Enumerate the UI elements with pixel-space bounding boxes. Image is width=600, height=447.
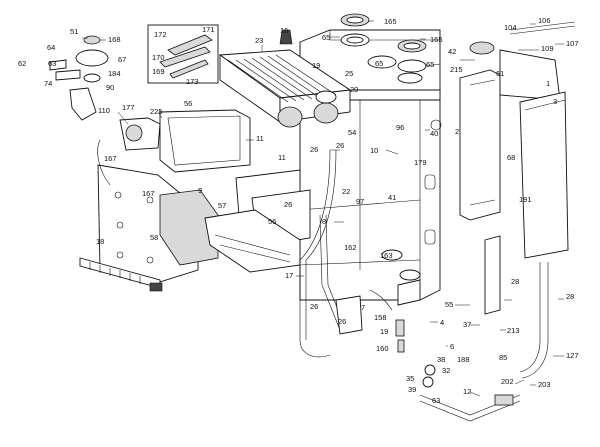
part-label: 97 <box>356 197 364 206</box>
part-label: 54 <box>348 128 356 137</box>
part-label: 173 <box>186 77 199 86</box>
part-label: 23 <box>255 36 263 45</box>
part-label: 191 <box>519 195 532 204</box>
part-label: 225 <box>150 107 163 116</box>
part-label: 65 <box>322 33 330 42</box>
part-label: 64 <box>47 43 55 52</box>
part-label: 7 <box>361 303 365 312</box>
part-label: 38 <box>437 355 445 364</box>
part-label: 172 <box>154 30 167 39</box>
part-label: 63 <box>432 396 440 405</box>
part-label: 11 <box>278 153 286 162</box>
part-label: 26 <box>284 200 292 209</box>
heat-exchanger <box>218 29 352 128</box>
leader-lines <box>82 20 564 397</box>
combustion-panels <box>97 109 311 286</box>
part-label: 20 <box>350 85 358 94</box>
part-label: 90 <box>106 83 114 92</box>
part-label: 160 <box>376 344 389 353</box>
part-label: 57 <box>218 201 226 210</box>
part-label: 62 <box>18 59 26 68</box>
part-label: 163 <box>380 251 393 260</box>
part-label: 106 <box>538 16 551 25</box>
part-label: 8 <box>322 217 326 226</box>
part-label: 41 <box>388 193 396 202</box>
top-flange-rings <box>340 13 427 84</box>
part-label: 25 <box>345 69 353 78</box>
part-label: 16 <box>280 26 288 35</box>
part-label: 203 <box>538 380 551 389</box>
part-label: 177 <box>122 103 135 112</box>
part-label: 26 <box>336 141 344 150</box>
part-label: 3 <box>553 97 557 106</box>
part-label: 39 <box>408 385 416 394</box>
part-label: 213 <box>507 326 520 335</box>
part-label: 65 <box>426 60 434 69</box>
part-label: 11 <box>256 134 264 143</box>
part-label: 56 <box>184 99 192 108</box>
part-label: 170 <box>152 53 165 62</box>
part-label: 26 <box>310 302 318 311</box>
part-label: 26 <box>338 317 346 326</box>
part-label: 28 <box>511 277 519 286</box>
part-label: 18 <box>96 237 104 246</box>
part-label: 104 <box>504 23 517 32</box>
part-label: 184 <box>108 69 121 78</box>
part-number-labels: 16 165 165 65 65 65 19 25 23 172 171 170… <box>18 16 579 405</box>
part-label: 179 <box>414 158 427 167</box>
part-label: 40 <box>430 129 438 138</box>
part-label: 58 <box>150 233 158 242</box>
part-label: 63 <box>48 59 56 68</box>
part-label: 167 <box>142 189 155 198</box>
part-label: 127 <box>566 351 579 360</box>
part-label: 19 <box>312 61 320 70</box>
part-label: 17 <box>285 271 293 280</box>
part-label: 12 <box>463 387 471 396</box>
burner-rail <box>79 257 163 292</box>
part-label: 22 <box>342 187 350 196</box>
part-label: 165 <box>384 17 397 26</box>
part-label: 96 <box>396 123 404 132</box>
part-label: 51 <box>70 27 78 36</box>
part-label: 202 <box>501 377 514 386</box>
part-label: 168 <box>108 35 121 44</box>
part-label: 28 <box>566 292 574 301</box>
gasket-set <box>147 24 219 84</box>
part-label: 35 <box>406 374 414 383</box>
part-label: 109 <box>541 44 554 53</box>
part-label: 42 <box>448 47 456 56</box>
part-label: 6 <box>450 342 454 351</box>
part-label: 55 <box>445 300 453 309</box>
part-label: 74 <box>44 79 52 88</box>
part-label: 37 <box>463 320 471 329</box>
part-label: 169 <box>152 67 165 76</box>
part-label: 171 <box>202 25 215 34</box>
part-label: 1 <box>546 79 550 88</box>
expansion-vessel-column <box>459 21 576 379</box>
part-label: 67 <box>118 55 126 64</box>
part-label: 19 <box>380 327 388 336</box>
part-label: 4 <box>440 318 444 327</box>
part-label: 215 <box>450 65 463 74</box>
part-label: 65 <box>375 59 383 68</box>
part-label: 61 <box>496 69 504 78</box>
part-label: 162 <box>344 243 357 252</box>
part-label: 188 <box>457 355 470 364</box>
part-label: 110 <box>98 106 110 115</box>
part-label: 165 <box>430 35 443 44</box>
part-label: 56 <box>268 217 276 226</box>
part-label: 68 <box>507 153 515 162</box>
part-label: 9 <box>198 186 202 195</box>
part-label: 167 <box>104 154 117 163</box>
part-label: 2 <box>455 127 459 136</box>
part-label: 107 <box>566 39 579 48</box>
part-label: 26 <box>310 145 318 154</box>
part-label: 10 <box>370 146 378 155</box>
water-pipes <box>299 149 521 422</box>
part-label: 85 <box>499 353 507 362</box>
part-label: 32 <box>442 366 450 375</box>
part-label: 158 <box>374 313 387 322</box>
